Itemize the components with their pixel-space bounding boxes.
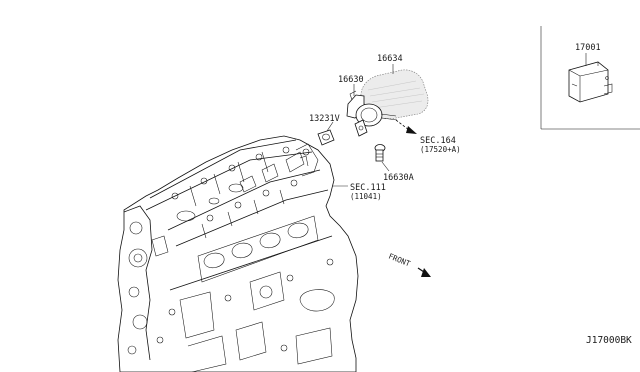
engine-cylinder-head [117,135,359,372]
inset-frame [540,26,640,130]
label-sec164-sub: (17520+A) [420,145,461,154]
bolt-16630A [374,144,386,162]
label-16634: 16634 [377,54,403,64]
label-sec111-sub: (11041) [350,192,382,201]
front-arrow-icon [417,267,431,277]
leader-13231V [326,121,334,132]
leader-16630A [381,161,390,172]
arrow-sec164 [395,119,417,134]
seal-13231V [317,129,335,146]
label-13231V: 13231V [309,114,340,124]
label-sec164: SEC.164 [420,136,456,146]
module-17001 [568,61,613,103]
label-17001: 17001 [575,43,601,53]
fuel-pump-16630 [346,90,398,137]
label-front: FRONT [387,252,412,269]
reference-code: J17000BK [586,335,632,346]
label-16630A: 16630A [383,173,414,183]
label-16630: 16630 [338,75,364,85]
label-sec111: SEC.111 [350,183,386,193]
